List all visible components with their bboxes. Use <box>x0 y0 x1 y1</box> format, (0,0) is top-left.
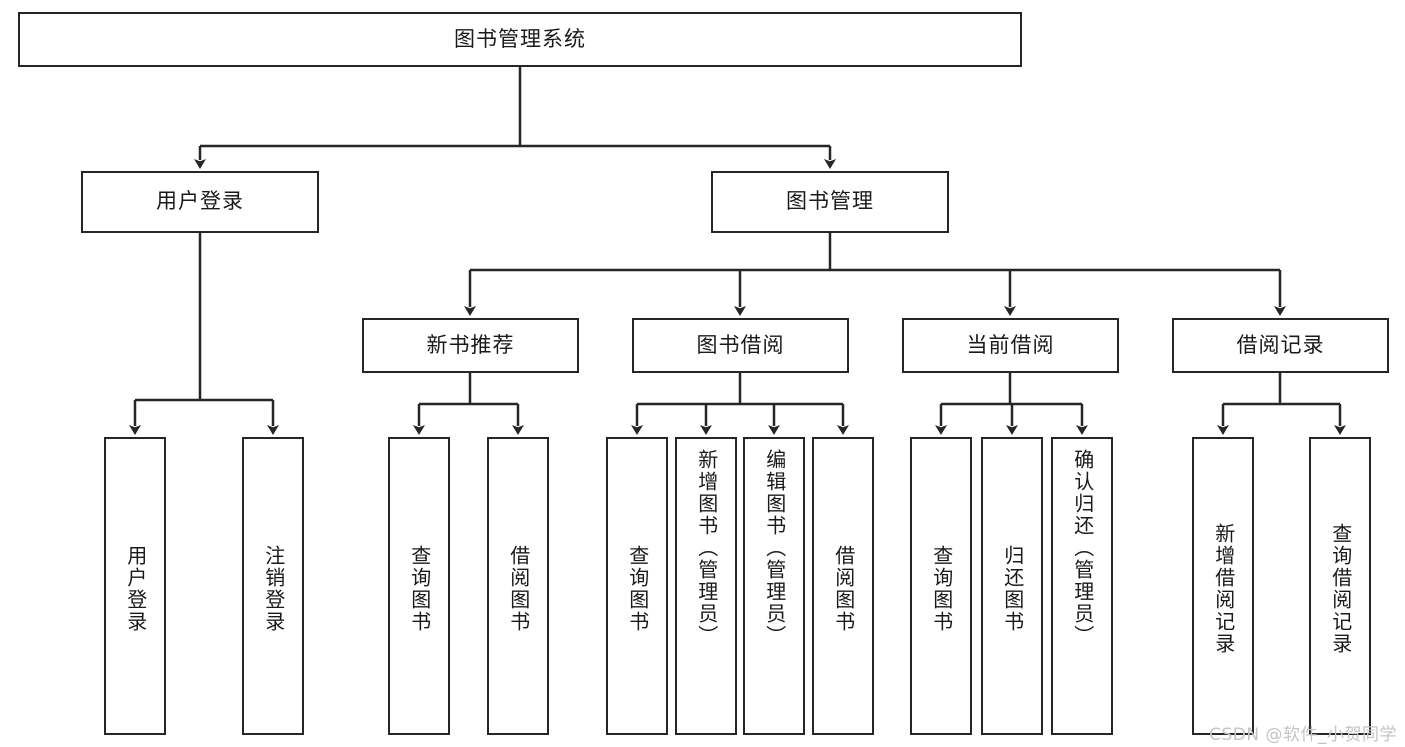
node-leaf-edit-book-admin[interactable]: 编辑图书（管理员） <box>743 437 805 735</box>
node-label: 新增借阅记录 <box>1211 523 1236 655</box>
node-label: 当前借阅 <box>966 332 1055 357</box>
node-leaf-return-book[interactable]: 归还图书 <box>981 437 1043 735</box>
node-leaf-query-book[interactable]: 查询图书 <box>388 437 450 735</box>
node-label: 编辑图书（管理员） <box>762 449 787 647</box>
node-label: 确认归还（管理员） <box>1070 449 1095 647</box>
node-label: 用户登录 <box>156 189 244 214</box>
node-label: 新增图书（管理员） <box>694 449 719 647</box>
node-label: 借阅图书 <box>506 545 531 633</box>
node-label: 图书管理系统 <box>454 26 586 51</box>
node-leaf-add-borrow-record[interactable]: 新增借阅记录 <box>1192 437 1254 735</box>
csdn-watermark: CSDN @软件_小贺同学 <box>1209 725 1397 745</box>
node-leaf-query-book-borrow[interactable]: 查询图书 <box>606 437 668 735</box>
node-label: 归还图书 <box>1000 545 1025 633</box>
node-label: 查询借阅记录 <box>1328 523 1353 655</box>
node-leaf-borrow-book[interactable]: 借阅图书 <box>487 437 549 735</box>
node-label: 新书推荐 <box>426 332 515 357</box>
node-leaf-borrow-book-2[interactable]: 借阅图书 <box>812 437 874 735</box>
node-user-login[interactable]: 用户登录 <box>81 171 319 233</box>
node-leaf-user-login[interactable]: 用户登录 <box>104 437 166 735</box>
node-leaf-query-book-current[interactable]: 查询图书 <box>910 437 972 735</box>
node-root-book-management-system[interactable]: 图书管理系统 <box>18 12 1022 67</box>
node-label: 借阅记录 <box>1236 332 1325 357</box>
node-leaf-add-book-admin[interactable]: 新增图书（管理员） <box>675 437 737 735</box>
node-label: 注销登录 <box>261 545 286 633</box>
node-label: 用户登录 <box>123 545 148 633</box>
node-leaf-user-logout[interactable]: 注销登录 <box>242 437 304 735</box>
node-label: 查询图书 <box>625 545 650 633</box>
node-leaf-query-borrow-record[interactable]: 查询借阅记录 <box>1309 437 1371 735</box>
node-leaf-confirm-return-admin[interactable]: 确认归还（管理员） <box>1051 437 1113 735</box>
node-label: 图书管理 <box>786 189 874 214</box>
node-label: 查询图书 <box>929 545 954 633</box>
node-book-management[interactable]: 图书管理 <box>711 171 949 233</box>
node-new-book-recommend[interactable]: 新书推荐 <box>362 318 579 373</box>
node-label: 查询图书 <box>407 545 432 633</box>
node-label: 借阅图书 <box>831 545 856 633</box>
node-current-borrow[interactable]: 当前借阅 <box>902 318 1119 373</box>
node-book-borrow[interactable]: 图书借阅 <box>632 318 849 373</box>
node-label: 图书借阅 <box>696 332 785 357</box>
node-borrow-record[interactable]: 借阅记录 <box>1172 318 1389 373</box>
